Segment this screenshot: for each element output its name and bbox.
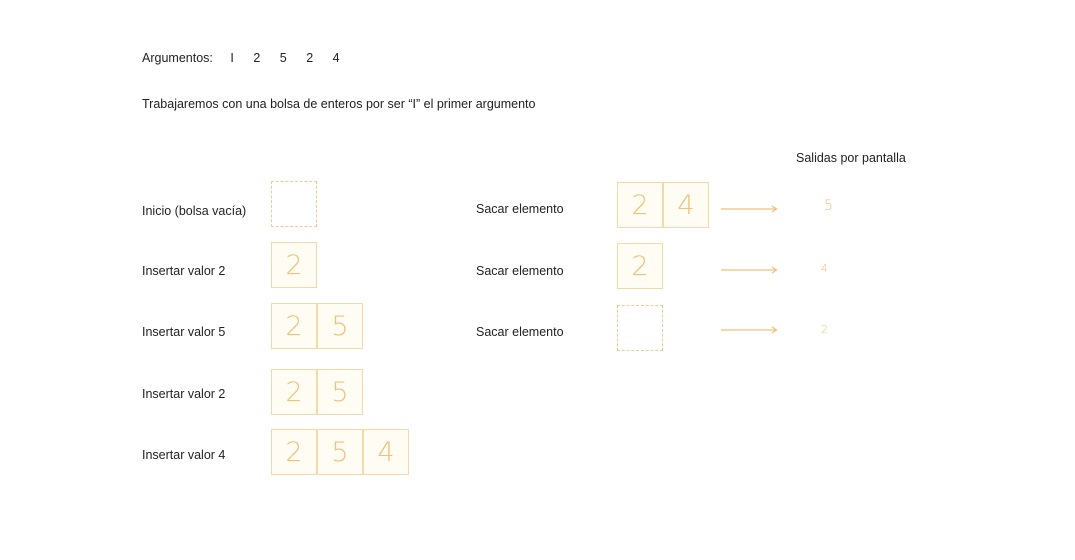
arguments-label: Argumentos: (142, 51, 213, 65)
bag-cell: 2 (617, 182, 663, 228)
bag-cell: 2 (271, 369, 317, 415)
bag-cell: 2 (271, 429, 317, 475)
screen-output: 2 (821, 323, 828, 336)
insert-step-label: Inicio (bolsa vacía) (142, 204, 247, 218)
bag-cell: 4 (363, 429, 409, 475)
output-header: Salidas por pantalla (796, 151, 906, 165)
screen-output: 4 (821, 262, 828, 275)
remove-step-label: Sacar elemento (476, 325, 564, 339)
bag-cell: 5 (317, 369, 363, 415)
bag-cell: 2 (617, 243, 663, 289)
insert-step-label: Insertar valor 2 (142, 264, 226, 278)
insert-step-label: Insertar valor 5 (142, 325, 226, 339)
bag-cell: 2 (271, 242, 317, 288)
argument-3: 5 (279, 51, 287, 65)
arrow-right-icon (721, 205, 778, 213)
argument-4: 2 (306, 51, 314, 65)
arguments-line: Argumentos: I 2 5 2 4 (142, 51, 356, 65)
remove-step-label: Sacar elemento (476, 264, 564, 278)
insert-step-label: Insertar valor 2 (142, 387, 226, 401)
remove-step-label: Sacar elemento (476, 202, 564, 216)
arrow-right-icon (721, 266, 778, 274)
empty-bag-box (271, 181, 317, 227)
argument-5: 4 (332, 51, 340, 65)
bag-cell: 2 (271, 303, 317, 349)
screen-output: 5 (824, 198, 833, 214)
bag-cell: 5 (317, 303, 363, 349)
argument-1: I (230, 51, 234, 65)
description-text: Trabajaremos con una bolsa de enteros po… (142, 97, 536, 111)
insert-step-label: Insertar valor 4 (142, 448, 226, 462)
bag-cell: 4 (663, 182, 709, 228)
empty-bag-box (617, 305, 663, 351)
arrow-right-icon (721, 326, 778, 334)
bag-cell: 5 (317, 429, 363, 475)
argument-2: 2 (253, 51, 261, 65)
